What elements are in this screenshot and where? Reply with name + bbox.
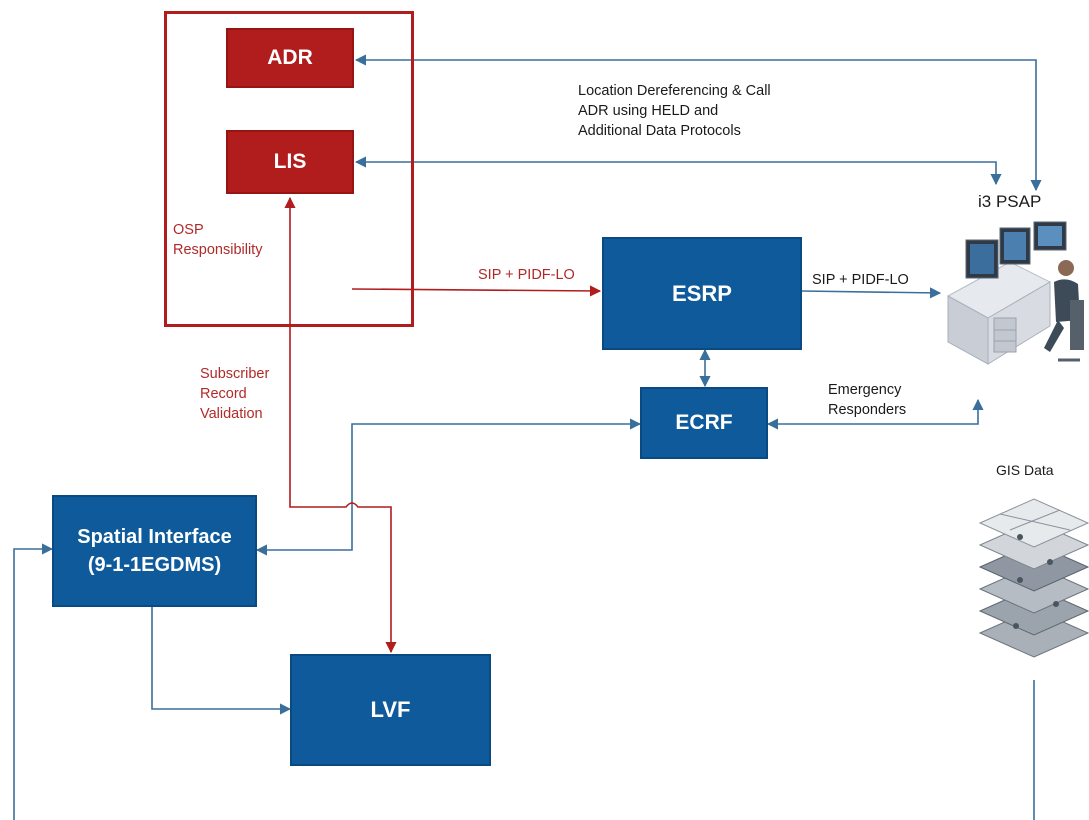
lis-node-label: LIS — [273, 150, 307, 173]
psap-operator-icon — [946, 221, 1084, 365]
sip-pidf-lo-outbound-label: SIP + PIDF-LO — [812, 272, 909, 288]
adr-node-label: ADR — [267, 46, 313, 69]
spatial-interface-node-label: Spatial Interface (9-1-1EGDMS) — [77, 526, 232, 576]
gis-spatial-connector — [13, 549, 1035, 820]
osp-responsibility-label: OSP Responsibility — [173, 220, 262, 260]
subscriber-record-validation-label: Subscriber Record Validation — [200, 364, 269, 424]
gis-layers-icon — [978, 498, 1089, 658]
location-dereferencing-line-3: Additional Data Protocols — [578, 123, 741, 139]
location-dereferencing-line-2: ADR using HELD and — [578, 103, 719, 119]
lvf-node[interactable]: LVF — [290, 654, 491, 766]
ecrf-node[interactable]: ECRF — [640, 387, 768, 459]
osp-responsibility-frame — [164, 11, 414, 327]
esrp-psap-connector — [801, 287, 942, 299]
ecrf-node-label: ECRF — [675, 411, 733, 434]
adr-psap-connector — [354, 54, 1042, 192]
lvf-node-label: LVF — [370, 697, 411, 722]
lis-lvf-connector — [284, 196, 397, 654]
lis-node[interactable]: LIS — [226, 130, 354, 194]
esrp-node[interactable]: ESRP — [602, 237, 802, 350]
ecrf-responders-connector — [766, 398, 984, 430]
emergency-responders-label: Emergency Responders — [828, 380, 906, 420]
location-dereferencing-line-1: Location Dereferencing & Call — [578, 83, 771, 99]
gis-data-label: GIS Data — [996, 462, 1054, 478]
i3-psap-label: i3 PSAP — [978, 192, 1042, 211]
subscriber-line-1: Subscriber — [200, 366, 270, 382]
osp-line-2: Responsibility — [173, 242, 263, 258]
subscriber-line-3: Validation — [200, 406, 263, 422]
lis-psap-connector — [354, 156, 1002, 186]
spatial-ecrf-connector — [255, 418, 642, 556]
spatial-lvf-connector — [151, 607, 292, 715]
location-dereferencing-label: Location Dereferencing & Call ADR using … — [578, 81, 771, 141]
sip-pidf-lo-inbound-label: SIP + PIDF-LO — [478, 267, 575, 283]
adr-node[interactable]: ADR — [226, 28, 354, 88]
esrp-node-label: ESRP — [672, 280, 732, 306]
emergency-line-1: Emergency — [828, 382, 902, 398]
emergency-line-2: Responders — [828, 402, 907, 418]
subscriber-line-2: Record — [200, 386, 247, 402]
osp-line-1: OSP — [173, 222, 204, 238]
spatial-interface-node[interactable]: Spatial Interface (9-1-1EGDMS) — [52, 495, 257, 607]
